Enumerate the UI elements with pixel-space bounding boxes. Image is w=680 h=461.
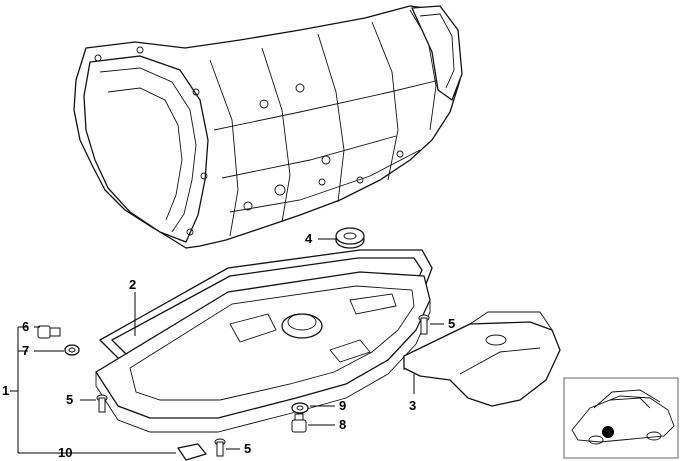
bolt-pan-left — [96, 394, 108, 413]
callout-8: 8 — [339, 417, 346, 432]
callout-3: 3 — [409, 398, 416, 413]
filler-plug — [291, 413, 307, 433]
callout-10: 10 — [58, 445, 72, 460]
callout-5b: 5 — [66, 392, 73, 407]
sealing-ring — [64, 344, 80, 356]
oil-filter — [403, 311, 561, 407]
bracket — [177, 443, 207, 461]
callout-7: 7 — [22, 343, 29, 358]
callout-labels: 1 2 3 4 5 5 5 6 7 8 9 10 — [2, 231, 455, 460]
bolt-pan-bottom — [214, 438, 226, 457]
seal-ring — [335, 227, 365, 249]
filler-ring — [291, 402, 309, 414]
leader-lines — [10, 238, 444, 454]
callout-6: 6 — [22, 319, 29, 334]
oil-pan — [95, 271, 431, 433]
callout-1: 1 — [2, 383, 9, 398]
location-marker-icon — [602, 426, 614, 438]
callout-5c: 5 — [244, 441, 251, 456]
transmission-housing — [73, 5, 463, 249]
drain-plug — [37, 325, 61, 339]
callout-2: 2 — [129, 277, 136, 292]
bolt-filter — [418, 314, 430, 335]
callout-9: 9 — [339, 398, 346, 413]
callout-5a: 5 — [448, 316, 455, 331]
vehicle-location-thumbnail — [563, 377, 679, 459]
callout-4: 4 — [305, 231, 313, 246]
